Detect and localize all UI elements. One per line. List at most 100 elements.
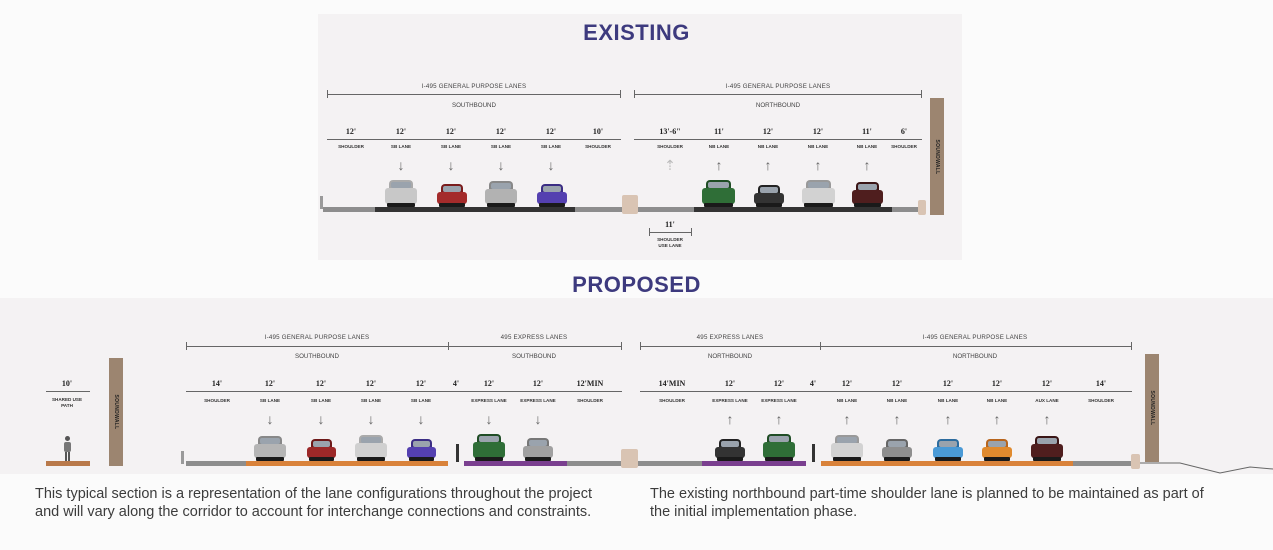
northbound-arrow-icon: ↑ xyxy=(843,411,851,427)
lane-width: 13'-6" xyxy=(659,127,681,136)
lane-label: NB LANE xyxy=(986,398,1008,403)
existing-soundwall: SOUNDWALL xyxy=(930,98,944,215)
lane-separator-post xyxy=(812,444,815,462)
existing-nb-group-line xyxy=(634,94,922,95)
southbound-arrow-icon: ↓ xyxy=(367,411,375,427)
lane-width: 4' xyxy=(452,379,460,388)
dimension-tick xyxy=(649,228,650,236)
shoulder-pavement xyxy=(892,207,920,212)
lane-width: 12' xyxy=(891,379,903,388)
group-line xyxy=(186,346,448,347)
northbound-arrow-icon: ↑ xyxy=(764,157,772,173)
lane-label: SHOULDER xyxy=(585,144,611,149)
existing-nb-pavement xyxy=(694,207,892,212)
shoulder-pavement xyxy=(567,461,621,466)
lane-width: 10' xyxy=(592,127,604,136)
median-barrier xyxy=(621,449,638,468)
note-right: The existing northbound part-time should… xyxy=(650,486,1204,520)
proposed-heading: PROPOSED xyxy=(572,272,701,297)
southbound-arrow-icon: ↓ xyxy=(497,157,505,173)
proposed-nb-gp-direction: NORTHBOUND xyxy=(952,353,998,360)
guardrail-post xyxy=(181,451,184,464)
median-barrier xyxy=(622,195,638,214)
lane-label: NB LANE xyxy=(757,144,779,149)
existing-nb-group-label: I-495 GENERAL PURPOSE LANES xyxy=(725,83,831,90)
lane-width: 12' xyxy=(495,127,507,136)
car-icon xyxy=(523,438,553,461)
lane-label: SB LANE xyxy=(360,398,382,403)
lane-label: SB LANE xyxy=(490,144,512,149)
lane-width: 12' xyxy=(841,379,853,388)
shoulder-pavement xyxy=(575,207,622,212)
car-icon xyxy=(1031,436,1063,461)
car-icon xyxy=(355,435,387,461)
car-icon xyxy=(754,185,784,207)
lane-width: 12' xyxy=(773,379,785,388)
car-icon xyxy=(537,184,567,207)
lane-label: SHOULDER xyxy=(657,144,683,149)
existing-sb-dimension-line xyxy=(327,139,621,140)
existing-sb-group-line xyxy=(327,94,621,95)
shoulder-use-label-1: SHOULDER xyxy=(657,237,683,242)
lane-label: AUX LANE xyxy=(1035,398,1059,403)
northbound-arrow-icon: ↑ xyxy=(814,157,822,173)
southbound-arrow-icon: ↓ xyxy=(266,411,274,427)
car-icon xyxy=(831,435,863,461)
shoulder-use-arrow-icon: ⇡ xyxy=(664,157,676,173)
lane-label: NB LANE xyxy=(886,398,908,403)
shoulder-use-width: 11' xyxy=(665,220,675,229)
lane-width: 12' xyxy=(1041,379,1053,388)
soundwall-label: SOUNDWALL xyxy=(113,394,119,430)
existing-heading: EXISTING xyxy=(583,20,690,45)
pedestrian-icon xyxy=(63,436,72,461)
lane-width: 12' xyxy=(545,127,557,136)
lane-width: 12' xyxy=(365,379,377,388)
lane-width: 12' xyxy=(812,127,824,136)
proposed-sb-dimension-line xyxy=(186,391,622,392)
southbound-arrow-icon: ↓ xyxy=(397,157,405,173)
edge-barrier xyxy=(1131,454,1140,469)
lane-label: NB LANE xyxy=(708,144,730,149)
lane-label: SHOULDER xyxy=(891,144,917,149)
proposed-sb-gp-pavement xyxy=(246,461,448,466)
car-icon xyxy=(407,439,436,461)
proposed-west-soundwall: SOUNDWALL xyxy=(109,358,123,466)
edge-barrier xyxy=(918,200,926,215)
lane-width: 11' xyxy=(862,127,872,136)
lane-label: EXPRESS LANE xyxy=(520,398,556,403)
soundwall-label: SOUNDWALL xyxy=(934,139,940,174)
shoulder-pavement xyxy=(186,461,246,466)
lane-label: SB LANE xyxy=(440,144,462,149)
southbound-arrow-icon: ↓ xyxy=(534,411,542,427)
lane-label: NB LANE xyxy=(856,144,878,149)
southbound-arrow-icon: ↓ xyxy=(547,157,555,173)
car-icon xyxy=(485,181,517,207)
northbound-arrow-icon: ↑ xyxy=(863,157,871,173)
shoulder-pavement xyxy=(638,461,702,466)
shoulder-use-label-2: USE LANE xyxy=(658,243,682,248)
dimension-tick xyxy=(186,342,187,350)
lane-width: 12' xyxy=(532,379,544,388)
car-icon xyxy=(473,434,505,461)
lane-width: 6' xyxy=(900,127,908,136)
lane-label: SHOULDER xyxy=(577,398,603,403)
note-left: This typical section is a representation… xyxy=(35,486,592,520)
dimension-tick xyxy=(921,90,922,98)
proposed-nb-express-pavement xyxy=(702,461,806,466)
southbound-arrow-icon: ↓ xyxy=(317,411,325,427)
lane-width: 4' xyxy=(809,379,817,388)
shoulder-use-dimension-line xyxy=(649,232,692,233)
group-line xyxy=(448,346,622,347)
shoulder-pavement xyxy=(638,207,694,212)
car-icon xyxy=(852,182,883,207)
existing-sb-direction: SOUTHBOUND xyxy=(451,102,497,109)
northbound-arrow-icon: ↑ xyxy=(1043,411,1051,427)
ground-slope xyxy=(1140,462,1273,474)
car-icon xyxy=(437,184,467,207)
lane-label: SB LANE xyxy=(410,398,432,403)
lane-width: 14' xyxy=(1095,379,1107,388)
proposed-nb-gp-pavement xyxy=(821,461,1073,466)
dimension-tick xyxy=(634,90,635,98)
lane-label: SHOULDER xyxy=(659,398,685,403)
